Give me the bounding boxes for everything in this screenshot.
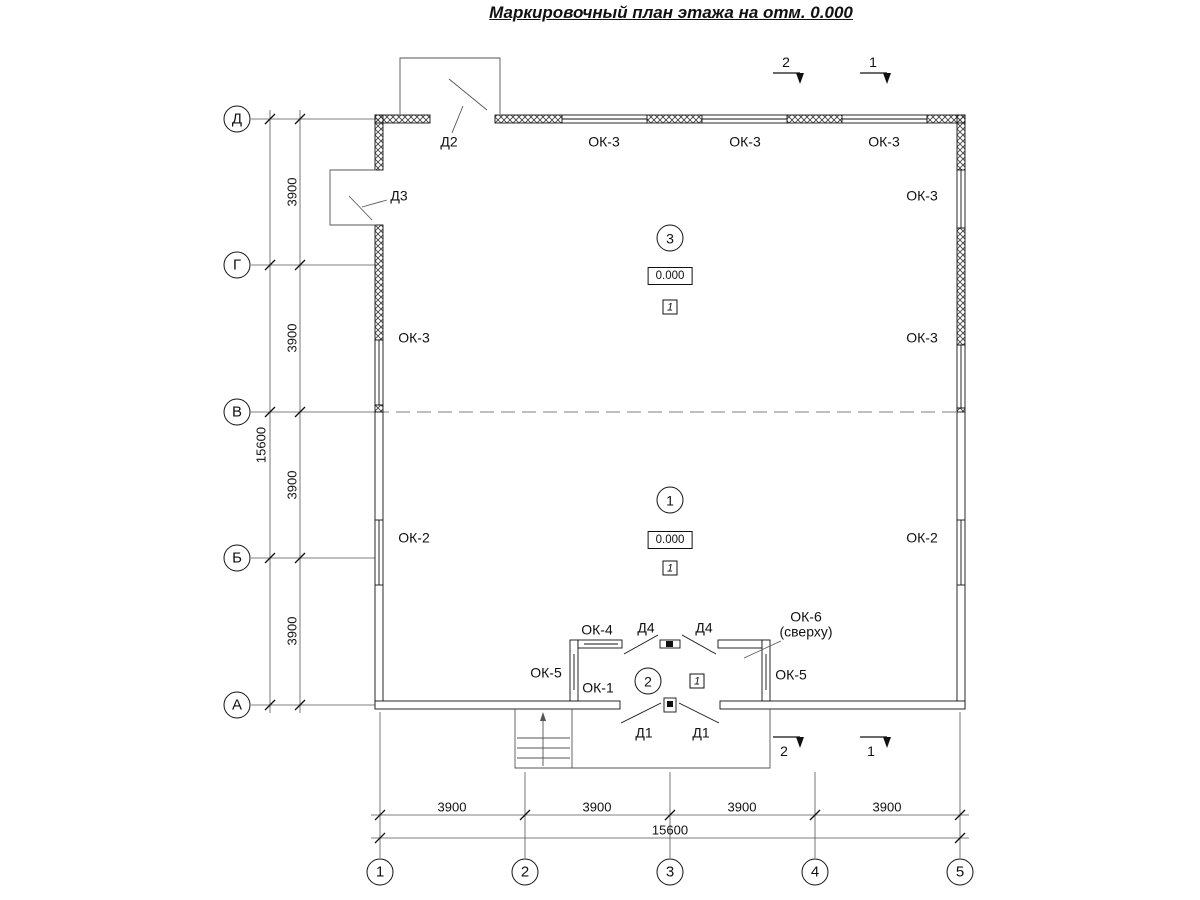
- axis-col-4: 4: [801, 858, 829, 886]
- annex-left: [329, 169, 388, 226]
- ok6-leader-line: [743, 640, 782, 659]
- window-label-ok3-top-3: ОК-3: [868, 133, 900, 150]
- axis-lines: [251, 118, 961, 858]
- annex-top: [399, 57, 501, 134]
- axis-col-3: 3: [656, 858, 684, 886]
- axis-row-d-label: Д: [231, 110, 243, 128]
- window-label-ok3-right-upper: ОК-3: [906, 187, 938, 204]
- section-2-bottom: 2: [780, 743, 788, 759]
- door-label-d2: Д2: [440, 133, 458, 150]
- drawing-title: Маркировочный план этажа на отм. 0.000: [489, 3, 853, 22]
- right-wall: [956, 114, 966, 709]
- dim-bottom-seg-4: 3900: [872, 799, 902, 815]
- dim-bottom-seg-3: 3900: [727, 799, 757, 815]
- dim-bottom-total: 15600: [651, 822, 689, 838]
- door-label-d3: Д3: [390, 187, 408, 204]
- left-wall: [374, 114, 384, 709]
- window-label-ok3-right: ОК-3: [906, 329, 938, 346]
- axis-row-g: Г: [223, 251, 251, 279]
- room-2-number-label: 2: [644, 673, 652, 689]
- axis-row-d: Д: [223, 105, 251, 133]
- window-label-ok2-right: ОК-2: [906, 529, 938, 546]
- door-label-d1-left: Д1: [635, 724, 653, 741]
- axis-col-2-label: 2: [520, 863, 530, 881]
- axis-col-5-label: 5: [955, 863, 965, 881]
- dim-left-total: 15600: [253, 426, 269, 464]
- window-label-ok2-left: ОК-2: [398, 529, 430, 546]
- room-1-floor-type: 1: [662, 560, 678, 576]
- room-2-floor-type: 1: [689, 673, 705, 689]
- dimension-ticks: [264, 113, 966, 844]
- room-3-floor-type: 1: [662, 299, 678, 315]
- axis-row-g-label: Г: [232, 256, 242, 274]
- dim-left-seg-3: 3900: [284, 470, 300, 500]
- axis-row-v-label: В: [231, 403, 242, 421]
- room-3-number-label: 3: [666, 230, 674, 246]
- window-label-ok5-right: ОК-5: [775, 666, 807, 683]
- axis-col-1: 1: [366, 858, 394, 886]
- section-2-top: 2: [782, 54, 790, 70]
- section-1-top: 1: [869, 54, 877, 70]
- room-2-number: 2: [634, 667, 662, 695]
- window-label-ok3-left: ОК-3: [398, 329, 430, 346]
- axis-row-a-label: А: [231, 696, 242, 714]
- door-label-d1-right: Д1: [692, 724, 710, 741]
- window-label-ok4: ОК-4: [581, 621, 613, 638]
- axis-col-3-label: 3: [665, 863, 675, 881]
- top-wall: [374, 114, 966, 124]
- window-label-ok1: ОК-1: [582, 679, 614, 696]
- door-label-d4-right: Д4: [695, 619, 713, 636]
- dim-left-seg-1: 3900: [284, 177, 300, 207]
- section-marks: [773, 72, 891, 748]
- axis-row-b: Б: [223, 544, 251, 572]
- room-1-number: 1: [656, 486, 684, 514]
- vestibule-walls: [569, 634, 771, 702]
- axis-row-b-label: Б: [232, 549, 242, 567]
- dim-bottom-seg-2: 3900: [582, 799, 612, 815]
- dim-left-seg-4: 3900: [284, 616, 300, 646]
- window-label-ok3-top-2: ОК-3: [729, 133, 761, 150]
- room-1-elevation: 0.000: [647, 531, 693, 549]
- section-1-bottom: 1: [867, 743, 875, 759]
- room-1-number-label: 1: [666, 492, 674, 508]
- axis-row-a: А: [223, 691, 251, 719]
- axis-col-4-label: 4: [810, 863, 820, 881]
- room-3-number: 3: [656, 224, 684, 252]
- axis-col-5: 5: [946, 858, 974, 886]
- dim-bottom-seg-1: 3900: [437, 799, 467, 815]
- axis-col-2: 2: [511, 858, 539, 886]
- window-label-ok5-left: ОК-5: [530, 664, 562, 681]
- dim-left-seg-2: 3900: [284, 323, 300, 353]
- axis-col-1-label: 1: [375, 863, 385, 881]
- window-label-ok6: ОК-6 (сверху): [779, 608, 833, 640]
- room-3-elevation: 0.000: [647, 267, 693, 285]
- axis-row-v: В: [223, 398, 251, 426]
- door-label-d4-left: Д4: [637, 619, 655, 636]
- window-label-ok3-top-1: ОК-3: [588, 133, 620, 150]
- porch-stairs: [514, 709, 771, 769]
- bottom-wall: [374, 697, 966, 724]
